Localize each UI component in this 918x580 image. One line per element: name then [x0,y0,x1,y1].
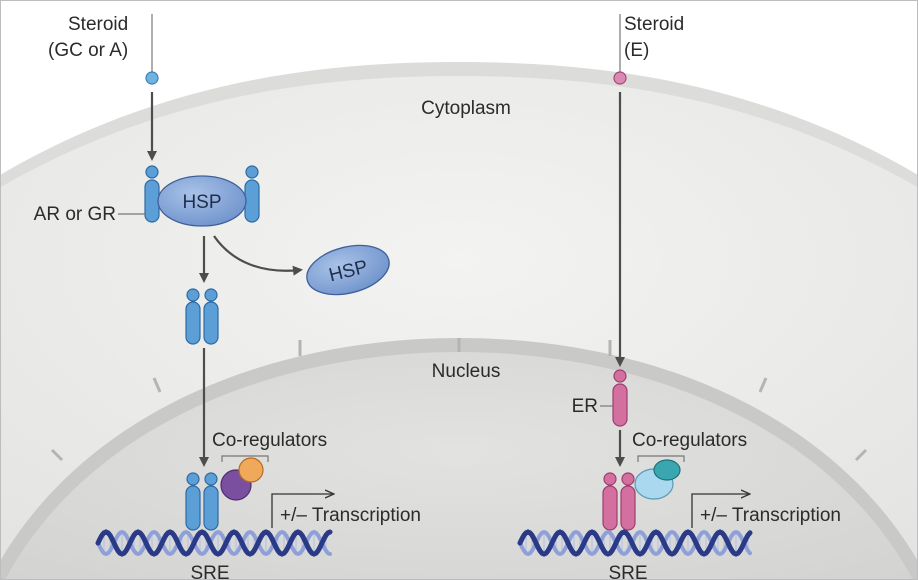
steroid-left-ligand [145,71,159,85]
transcription-arrow-left [271,494,332,528]
steroid-right-sublabel: (E) [624,40,649,61]
steroid-left-sublabel: (GC or A) [48,40,128,61]
coregulators-left-bracket [221,455,269,462]
receptor-dimer-left [185,288,219,345]
coregulators-right-bracket [637,455,685,462]
coregulators-right-label: Co-regulators [632,430,747,451]
cytoplasm-label: Cytoplasm [421,98,511,119]
steroid-right-ligand [613,71,627,85]
sre-left-label: SRE [190,563,229,580]
receptor-left-label: AR or GR [34,204,116,225]
receptor-hsp-complex [144,165,260,227]
receptor-dimer-dna-right [602,472,636,531]
hsp-release-arrow [213,235,303,276]
nucleus-area [4,352,914,580]
steroid-right-label: Steroid [624,14,684,35]
transcription-left-label: +/– Transcription [280,505,421,526]
estrogen-receptor [612,369,628,427]
dna-strand [95,529,333,557]
receptor-right-label: ER [572,396,598,417]
steroid-left-label: Steroid [68,14,128,35]
coregulator-orange [238,457,264,483]
dna-strand [517,529,753,557]
hsp-released [306,244,390,296]
transcription-arrow-right [691,494,748,528]
hsp-bound-label: HSP [182,192,221,213]
receptor-dimer-dna-left [185,472,219,531]
dna-helix-left [95,529,333,557]
nucleus-label: Nucleus [432,361,501,382]
nuclear-pores [50,338,868,462]
dna-helix-right [517,529,753,557]
sre-right-label: SRE [608,563,647,580]
coregulators-left-label: Co-regulators [212,430,327,451]
transcription-right-label: +/– Transcription [700,505,841,526]
coregulator-teal [653,459,681,481]
